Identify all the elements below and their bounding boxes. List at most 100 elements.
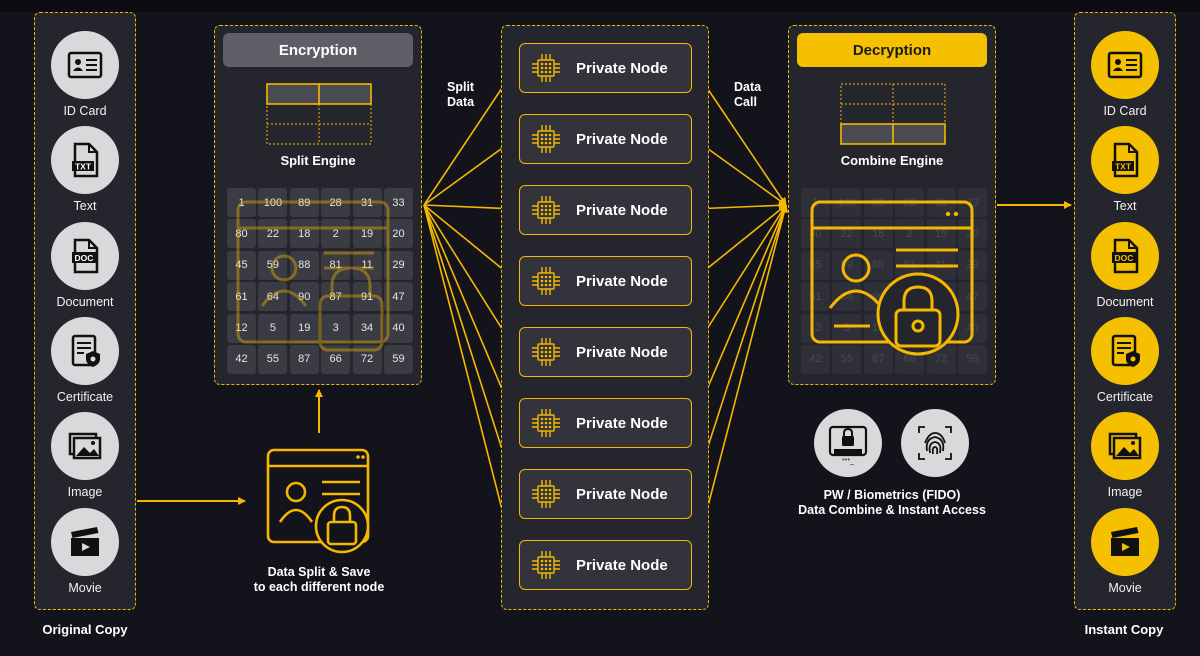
icon-label: Certificate [1096,390,1154,404]
combine-grid-cell: 18 [863,219,893,249]
password-icon-text: ***_ [842,458,854,465]
chip-icon [528,263,564,299]
split-data-line-2: Data [447,95,475,109]
svg-text:TXT: TXT [1115,162,1132,172]
svg-text:DOC: DOC [75,253,94,263]
encryption-header: Encryption [223,33,413,67]
auth-caption-line-2: Data Combine & Instant Access [798,503,986,517]
split-grid-cell: 90 [289,282,319,312]
split-grid-cell: 88 [289,250,319,280]
chip-icon [528,121,564,157]
id-lock-combined-icon [810,200,974,356]
split-data-label: Split Data [447,80,474,110]
icon-label: Movie [1108,581,1142,595]
icon-label: Image [67,485,103,499]
chip-icon [528,50,564,86]
combine-grid-cell: 55 [832,344,862,374]
split-grid-cell: 66 [321,344,351,374]
split-grid-cell: 89 [289,188,319,217]
image-icon [1091,412,1159,480]
original-item-movie: Movie [35,508,135,595]
private-node-2: Private Node [519,114,692,164]
id-lock-split-save-icon [266,448,370,554]
icon-label: Document [1096,295,1154,309]
icon-label: ID Card [1103,104,1147,118]
private-node-5: Private Node [519,327,692,377]
instant-item-document: DOC Document [1075,222,1175,309]
split-grid-cell: 19 [352,219,382,249]
clapperboard-icon [1091,508,1159,576]
icon-label: Text [73,199,97,213]
split-grid-cell: 34 [352,313,382,343]
chip-icon [528,334,564,370]
private-node-3: Private Node [519,185,692,235]
chip-icon [528,476,564,512]
id-lock-watermark-icon [236,200,390,352]
split-grid-cell: 59 [258,250,288,280]
split-data-line-1: Split [447,80,475,94]
doc-file-icon: DOC [51,222,119,290]
split-grid-cell: 42 [227,344,256,374]
data-split-save-caption: Data Split & Save to each different node [219,565,419,595]
split-grid-cell: 31 [352,188,382,217]
combine-grid-cell: 2 [895,219,925,249]
instant-item-certificate: Certificate [1075,317,1175,404]
decryption-header: Decryption [797,33,987,67]
save-caption-line-1: Data Split & Save [267,565,371,579]
split-grid-cell: 59 [383,344,413,374]
split-grid-cell: 28 [321,188,351,217]
combine-grid-cell: 59 [957,344,987,374]
split-grid-cell: 100 [258,188,288,217]
private-node-label: Private Node [576,556,668,574]
private-node-label: Private Node [576,201,668,219]
split-grid-cell: 87 [289,344,319,374]
split-grid-cell: 33 [383,188,413,217]
svg-text:TXT: TXT [75,162,92,172]
split-grid-cell: 29 [383,250,413,280]
instant-item-movie: Movie [1075,508,1175,595]
private-node-label: Private Node [576,414,668,432]
private-node-label: Private Node [576,485,668,503]
split-grid-cell: 11 [352,250,382,280]
original-item-certificate: Certificate [35,317,135,404]
save-caption-line-2: to each different node [253,580,385,594]
split-grid-cell: 61 [227,282,256,312]
icon-label: Certificate [56,390,114,404]
split-grid-cell: 81 [321,250,351,280]
combine-grid-cell: 42 [801,344,830,374]
private-node-label: Private Node [576,59,668,77]
original-item-image: Image [35,412,135,499]
chip-icon [528,547,564,583]
data-call-line-2: Call [734,95,757,109]
split-grid-cell: 91 [352,282,382,312]
combine-engine-table-icon [840,83,946,145]
original-item-text: TXT Text [35,126,135,213]
icon-label: Document [56,295,114,309]
split-grid-cell: 22 [258,219,288,249]
certificate-icon [1091,317,1159,385]
split-grid-cell: 19 [289,313,319,343]
split-grid-cell: 45 [227,250,256,280]
split-grid-cell: 80 [227,219,256,249]
instant-copy-panel: ID Card TXT Text DOC Document Certificat… [1074,12,1176,610]
auth-caption-line-1: PW / Biometrics (FIDO) [823,488,961,502]
image-icon [51,412,119,480]
instant-item-image: Image [1075,412,1175,499]
combine-grid-cell: 19 [926,219,956,249]
doc-file-icon: DOC [1091,222,1159,290]
icon-label: Movie [68,581,102,595]
split-grid-cell: 1 [227,188,256,217]
original-item-id-card: ID Card [35,31,135,118]
split-grid-cell: 5 [258,313,288,343]
original-item-document: DOC Document [35,222,135,309]
id-card-icon [51,31,119,99]
split-grid-cell: 55 [258,344,288,374]
combine-grid-cell: 45 [801,250,830,280]
combine-engine-label: Combine Engine [840,153,944,168]
fingerprint-icon [901,409,969,477]
split-engine-table-icon [266,83,372,145]
chip-icon [528,192,564,228]
split-grid-cell: 3 [321,313,351,343]
